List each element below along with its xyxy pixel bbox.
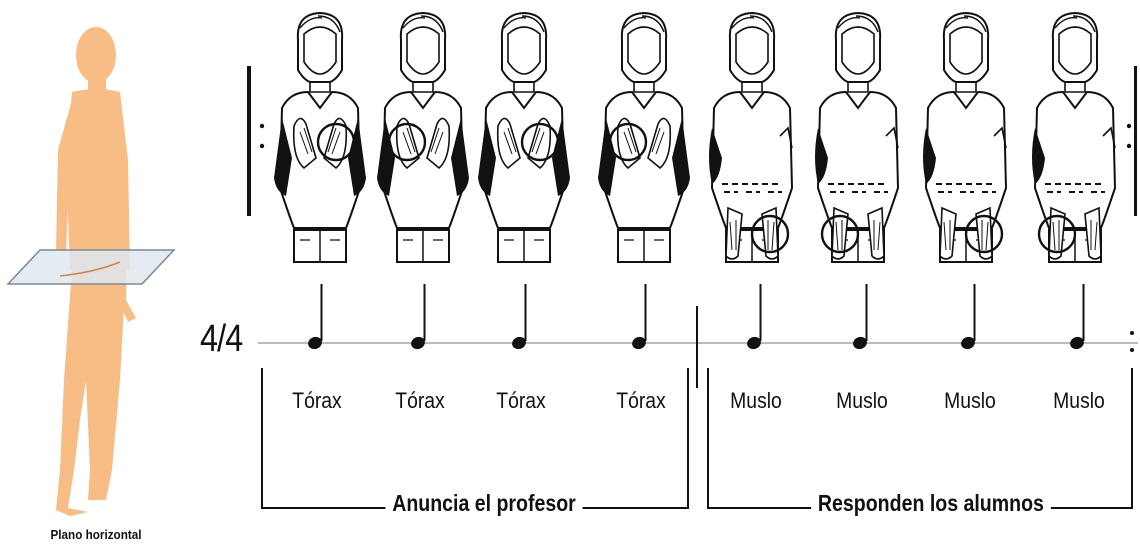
beat-figure-5 [702, 8, 802, 275]
performer-figure-2 [373, 8, 473, 270]
caption-plano-horizontal: Plano horizontal [15, 527, 177, 542]
performer-figure-5 [702, 8, 802, 270]
quarter-note-4 [630, 284, 647, 351]
quarter-note-2 [409, 284, 426, 351]
quarter-note-1 [306, 284, 323, 351]
bracket-left [262, 368, 688, 508]
quarter-note-3 [510, 284, 527, 351]
group-title-students: Responden los alumnos [811, 490, 1051, 517]
beat-figure-4 [594, 8, 694, 275]
group-title-teacher: Anuncia el profesor [385, 490, 582, 517]
performer-figure-3 [474, 8, 574, 270]
performer-figure-4 [594, 8, 694, 270]
beat-figure-1 [270, 8, 370, 275]
beat-figure-6 [808, 8, 908, 275]
silhouette-head [76, 27, 116, 83]
performer-figure-6 [808, 8, 908, 270]
performer-figure-1 [270, 8, 370, 270]
bracket-right [708, 368, 1132, 508]
quarter-note-8 [1068, 284, 1085, 351]
beat-figure-2 [373, 8, 473, 275]
quarter-note-5 [745, 284, 762, 351]
quarter-note-6 [851, 284, 868, 351]
beat-figure-3 [474, 8, 574, 275]
beat-figure-7 [916, 8, 1016, 275]
performer-figure-7 [916, 8, 1016, 270]
beat-figure-8 [1025, 8, 1125, 275]
repeat-end-dot-top [1130, 331, 1134, 335]
quarter-note-7 [959, 284, 976, 351]
repeat-start-bar [240, 62, 270, 222]
repeat-end-dot-bottom [1130, 348, 1134, 352]
performer-figure-8 [1025, 8, 1125, 270]
